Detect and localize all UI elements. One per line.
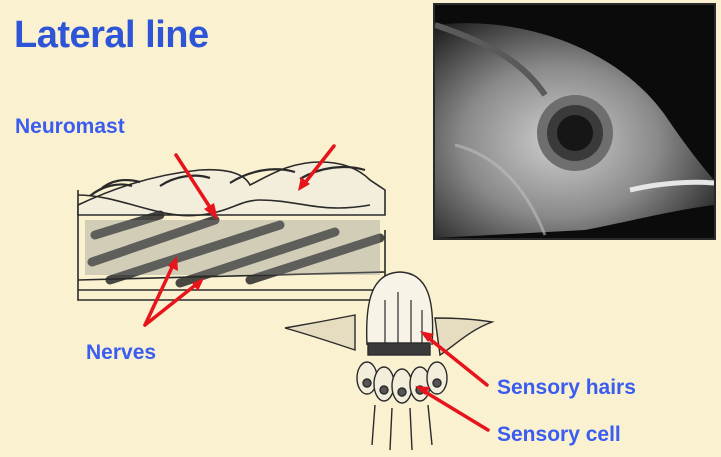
scale-section-drawing [78,162,385,300]
sensory-cell-label: Sensory cell [497,423,621,447]
neuromast-drawing [285,272,492,450]
sensory-cell-arrow [422,390,488,430]
sensory-hairs-label: Sensory hairs [497,376,636,400]
neuromast-label: Neuromast [15,115,125,139]
nerves-label: Nerves [86,341,156,365]
